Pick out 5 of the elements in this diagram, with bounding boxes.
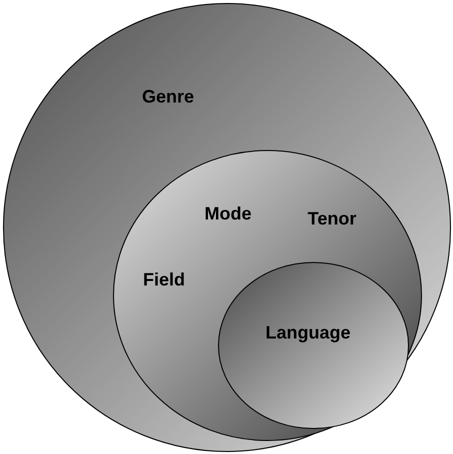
set-label: Genre [142,86,194,108]
set-label: Language [266,322,350,344]
set-label: Tenor [308,208,356,230]
set-label: Mode [204,204,252,224]
set-label: Field [143,270,185,290]
